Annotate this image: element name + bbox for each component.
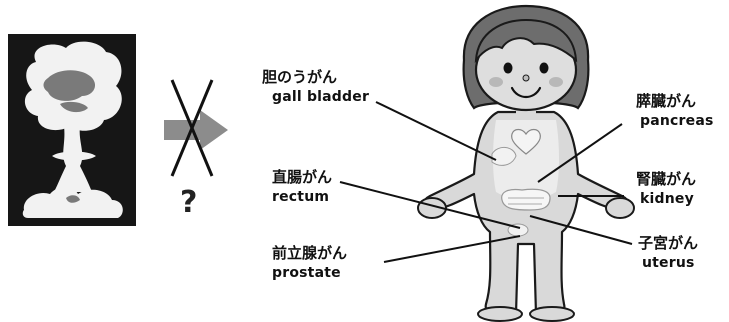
label-uterus-en: uterus [642,256,695,270]
label-gall-bladder-jp: 胆のうがん [262,70,337,85]
label-gall-bladder-en: gall bladder [272,90,369,104]
label-pancreas-jp: 膵臓がん [636,94,696,109]
label-rectum-jp: 直腸がん [272,170,332,185]
label-prostate-jp: 前立腺がん [272,246,347,261]
label-kidney-en: kidney [640,192,694,206]
label-uterus-jp: 子宮がん [638,236,698,251]
label-pancreas-en: pancreas [640,114,714,128]
label-prostate-en: prostate [272,266,341,280]
label-rectum-en: rectum [272,190,329,204]
label-kidney-jp: 腎臓がん [636,172,696,187]
